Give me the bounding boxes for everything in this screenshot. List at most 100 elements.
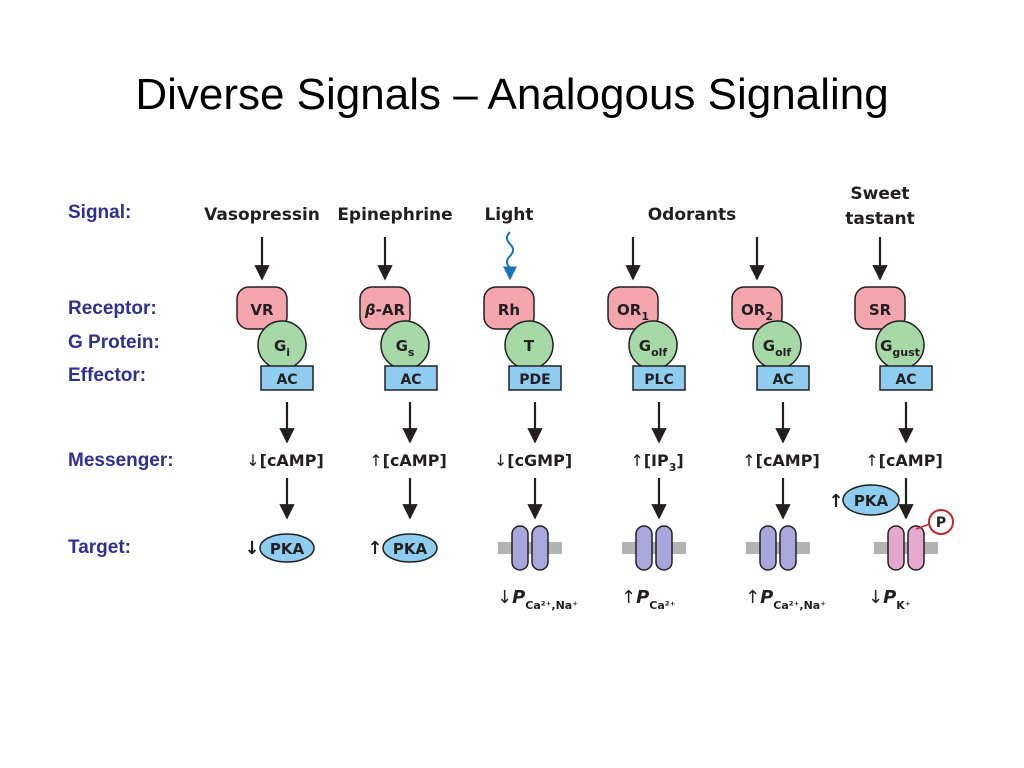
receptor-4 — [607, 286, 659, 330]
messenger-direction: ↓ — [494, 451, 507, 470]
receptor-label-4: OR1 — [617, 301, 649, 323]
channel-subunit — [907, 525, 925, 571]
effector-1 — [260, 365, 314, 391]
g-protein-label-5: Golf — [763, 337, 792, 359]
effector-text: AC — [276, 372, 297, 388]
g-protein-text: T — [524, 337, 535, 355]
phospho-link — [915, 523, 931, 530]
g-protein-text: G — [396, 337, 408, 355]
permeability-label-6: ↓PK⁺ — [868, 587, 911, 612]
phosphate-label: P — [936, 515, 946, 531]
permeability-letter: P — [636, 587, 649, 608]
receptor-label-1: VR — [250, 301, 274, 319]
messenger-direction: ↑ — [742, 451, 755, 470]
row-label-messenger: Messenger: — [68, 450, 174, 471]
g-protein-subscript: olf — [775, 346, 791, 359]
g-protein-text: G — [639, 337, 651, 355]
permeability-direction: ↑ — [745, 587, 760, 608]
receptor-3 — [483, 286, 535, 330]
kinase-label: PKA — [854, 492, 889, 510]
messenger-text: [cAMP] — [879, 451, 943, 470]
g-protein-5 — [752, 320, 802, 370]
receptor-2 — [359, 286, 411, 330]
signal-label-epinephrine: Epinephrine — [337, 205, 452, 225]
channel-subunit — [655, 525, 673, 571]
membrane-segment — [498, 542, 562, 554]
permeability-letter: P — [760, 587, 773, 608]
target-label-1: PKA — [270, 540, 305, 558]
receptor-text: Rh — [498, 301, 520, 319]
permeability-direction: ↑ — [621, 587, 636, 608]
phosphate-group — [928, 509, 954, 535]
g-protein-label-6: Ggust — [880, 337, 920, 359]
effector-text: PDE — [519, 372, 550, 388]
kinase-text: PKA — [854, 492, 889, 510]
messenger-tail: ] — [676, 451, 683, 470]
messenger-text: [cAMP] — [756, 451, 820, 470]
effector-label-5: AC — [772, 372, 793, 388]
permeability-subscript: Ca²⁺ — [649, 599, 675, 612]
effector-text: AC — [895, 372, 916, 388]
g-protein-subscript: s — [408, 346, 415, 359]
receptor-subscript: 1 — [641, 310, 649, 323]
membrane-segment — [746, 542, 810, 554]
permeability-subscript: Ca²⁺,Na⁺ — [773, 599, 826, 612]
signal-label-tastant: tastant — [845, 209, 915, 229]
light-wave-arrow — [503, 231, 517, 281]
permeability-letter: P — [512, 587, 525, 608]
phosphate-text: P — [936, 515, 946, 531]
channel-subunit — [759, 525, 777, 571]
effector-label-6: AC — [895, 372, 916, 388]
permeability-subscript: Ca²⁺,Na⁺ — [525, 599, 578, 612]
signal-label-sweet: Sweet — [850, 184, 909, 204]
messenger-label-5: ↑[cAMP] — [742, 451, 820, 470]
effector-label-2: AC — [400, 372, 421, 388]
receptor-label-2: β-AR — [364, 301, 406, 319]
effector-label-4: PLC — [644, 372, 673, 388]
permeability-label-3: ↓PCa²⁺,Na⁺ — [497, 587, 578, 612]
messenger-subscript: 3 — [669, 461, 677, 474]
row-label-target: Target: — [68, 537, 131, 558]
effector-label-1: AC — [276, 372, 297, 388]
ion-channel-3 — [498, 525, 562, 571]
target-direction-2: ↑ — [367, 538, 382, 559]
receptor-label-6: SR — [869, 301, 892, 319]
receptor-5 — [731, 286, 783, 330]
g-protein-label-4: Golf — [639, 337, 668, 359]
receptor-subscript: 2 — [765, 310, 773, 323]
permeability-letter: P — [883, 587, 896, 608]
row-label-g-protein: G Protein: — [68, 332, 160, 353]
messenger-label-3: ↓[cGMP] — [494, 451, 572, 470]
permeability-direction: ↓ — [868, 587, 883, 608]
channel-subunit — [511, 525, 529, 571]
g-protein-label-1: Gi — [274, 337, 290, 359]
beta-symbol: β — [364, 301, 376, 319]
target-pka-1 — [259, 533, 315, 563]
slide-title: Diverse Signals – Analogous Signaling — [135, 70, 889, 119]
effector-3 — [508, 365, 562, 391]
channel-subunit — [779, 525, 797, 571]
g-protein-subscript: gust — [892, 346, 920, 359]
channel-subunit — [531, 525, 549, 571]
receptor-text: SR — [869, 301, 892, 319]
g-protein-label-2: Gs — [396, 337, 415, 359]
membrane-segment — [874, 542, 938, 554]
row-label-effector: Effector: — [68, 365, 147, 386]
permeability-direction: ↓ — [497, 587, 512, 608]
receptor-text: OR — [741, 301, 766, 319]
target-label-2: PKA — [393, 540, 428, 558]
k-channel — [874, 525, 938, 571]
receptor-1 — [236, 286, 288, 330]
target-pka-2 — [382, 533, 438, 563]
messenger-text: [cGMP] — [507, 451, 572, 470]
messenger-text: [cAMP] — [260, 451, 324, 470]
effector-text: AC — [400, 372, 421, 388]
signal-label-light: Light — [484, 205, 533, 225]
membrane-segment — [622, 542, 686, 554]
messenger-label-6: ↑[cAMP] — [865, 451, 943, 470]
target-text: PKA — [393, 540, 428, 558]
g-protein-4 — [628, 320, 678, 370]
target-direction-1: ↓ — [244, 538, 259, 559]
target-text: PKA — [270, 540, 305, 558]
